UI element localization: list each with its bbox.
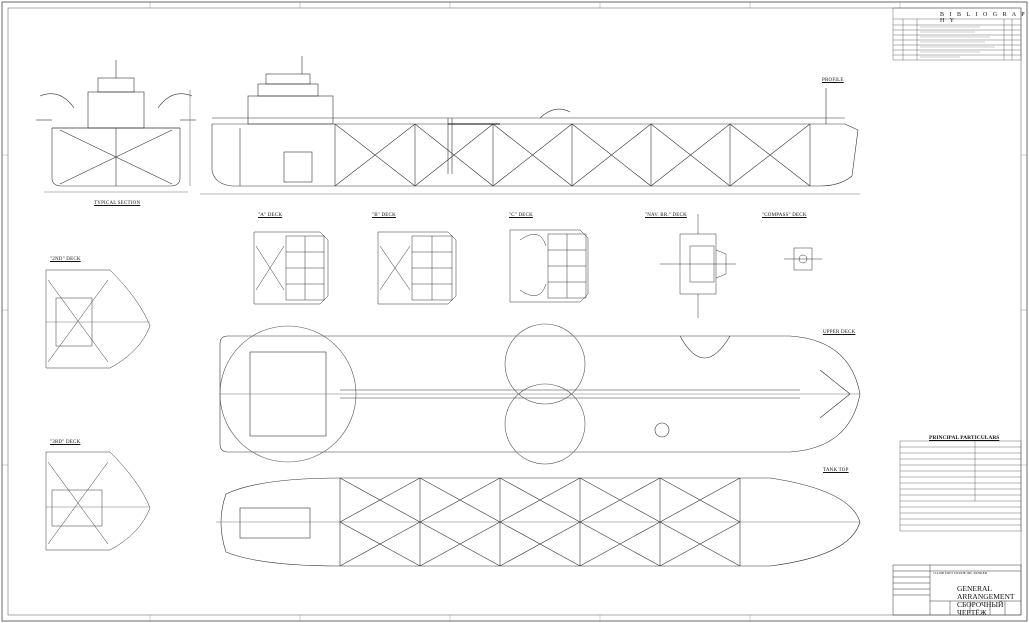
third-deck-label: "3RD" DECK bbox=[50, 440, 81, 445]
upper-deck-label: UPPER DECK bbox=[823, 330, 856, 335]
third-deck-drawing bbox=[45, 451, 151, 551]
bibliography-title: B I B L I O G R A P H Y bbox=[940, 12, 1027, 24]
profile-drawing bbox=[200, 56, 860, 195]
upper-deck-drawing bbox=[219, 323, 861, 465]
second-deck-drawing bbox=[45, 269, 151, 369]
bibliography-table bbox=[892, 7, 1022, 61]
inner-border bbox=[7, 7, 1022, 616]
b-deck-label: "B" DECK bbox=[372, 213, 396, 218]
tank-top-drawing bbox=[216, 477, 861, 567]
nav-br-deck-label: "NAV. BR." DECK bbox=[645, 213, 687, 218]
drawing-title-en: GENERAL ARRANGEMENT bbox=[957, 584, 1015, 601]
typical-section-label: TYPICAL SECTION bbox=[94, 201, 141, 206]
drawing-title: GENERAL ARRANGEMENT СБОРОЧНЫЙ ЧЕРТЁЖ bbox=[957, 585, 1029, 617]
compass-deck-drawing bbox=[784, 247, 822, 271]
typical-section-drawing bbox=[36, 60, 196, 193]
title-block bbox=[892, 564, 1022, 616]
drawing-title-ru: СБОРОЧНЫЙ ЧЕРТЁЖ bbox=[957, 600, 1004, 617]
principal-particulars-table bbox=[899, 440, 1022, 532]
compass-deck-label: "COMPASS" DECK bbox=[762, 213, 807, 218]
c-deck-label: "C" DECK bbox=[509, 213, 533, 218]
a-deck-drawing bbox=[253, 231, 329, 305]
c-deck-drawing bbox=[509, 229, 589, 303]
nav-br-deck-drawing bbox=[660, 214, 736, 318]
principal-particulars-title: PRINCIPAL PARTICULARS bbox=[929, 435, 1000, 441]
b-deck-drawing bbox=[377, 231, 457, 305]
tank-top-label: TANK TOP bbox=[823, 468, 849, 473]
second-deck-label: "2ND" DECK bbox=[50, 257, 81, 262]
a-deck-label: "A" DECK bbox=[258, 213, 283, 218]
vessel-name: 114,000 DWT CRUDE OIL TANKER bbox=[933, 571, 988, 575]
profile-label: PROFILE bbox=[822, 78, 844, 83]
bibliography-entries bbox=[920, 26, 995, 58]
